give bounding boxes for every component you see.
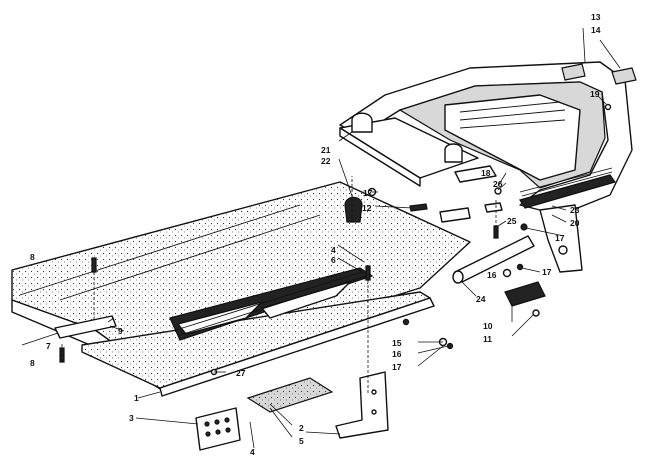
callout-18: 18 (481, 168, 491, 178)
rear-bumper (339, 61, 633, 216)
mount-plate (195, 407, 241, 451)
callout-16-lower: 16 (392, 349, 402, 359)
callout-4-upper: 4 (331, 245, 336, 255)
callout-5: 5 (299, 436, 304, 446)
callout-20: 20 (570, 218, 580, 228)
axle-tube (452, 235, 535, 284)
callout-17-left: 17 (363, 188, 373, 198)
center-brackets (439, 165, 503, 223)
callout-17-right: 17 (555, 233, 565, 243)
callout-21: 21 (321, 145, 331, 155)
side-trim-decal (169, 267, 374, 341)
plate-bracket (504, 281, 546, 317)
lower-bracket-tall (335, 371, 389, 439)
callout-17-lower: 17 (392, 362, 402, 372)
callout-8-lower: 8 (30, 358, 35, 368)
callout-labels: 1 2 3 4 4 5 6 7 8 8 9 10 11 12 13 14 15 … (30, 12, 601, 457)
callout-1: 1 (134, 393, 139, 403)
callout-11: 11 (483, 334, 492, 344)
callout-19: 19 (590, 89, 600, 99)
callout-23: 23 (570, 205, 580, 215)
assembly-lines (61, 176, 497, 395)
callout-17-lower-right: 17 (542, 267, 552, 277)
callout-24: 24 (476, 294, 486, 304)
hitch-plate (339, 112, 479, 223)
callout-9: 9 (118, 326, 123, 336)
callout-10: 10 (483, 321, 493, 331)
small-angle-bracket (54, 315, 117, 339)
running-board (81, 291, 435, 397)
leader-lines (21, 27, 621, 449)
callout-14: 14 (591, 25, 601, 35)
side-bracket (539, 204, 583, 273)
hardware (59, 103, 612, 376)
callout-25: 25 (507, 216, 517, 226)
callout-26: 26 (493, 179, 503, 189)
callout-3: 3 (129, 413, 134, 423)
callout-6: 6 (331, 255, 336, 265)
callout-22: 22 (321, 156, 331, 166)
callout-16-upper: 16 (487, 270, 497, 280)
callout-12: 12 (362, 203, 372, 213)
tunnel-panel (11, 181, 471, 393)
callout-13: 13 (591, 12, 601, 22)
decal-pair (561, 63, 637, 85)
callout-27: 27 (236, 368, 246, 378)
step-plate (246, 377, 334, 413)
callout-8-upper: 8 (30, 252, 35, 262)
callout-4-lower: 4 (250, 447, 255, 457)
callout-7: 7 (46, 341, 51, 351)
callout-15: 15 (392, 338, 402, 348)
callout-2: 2 (299, 423, 304, 433)
